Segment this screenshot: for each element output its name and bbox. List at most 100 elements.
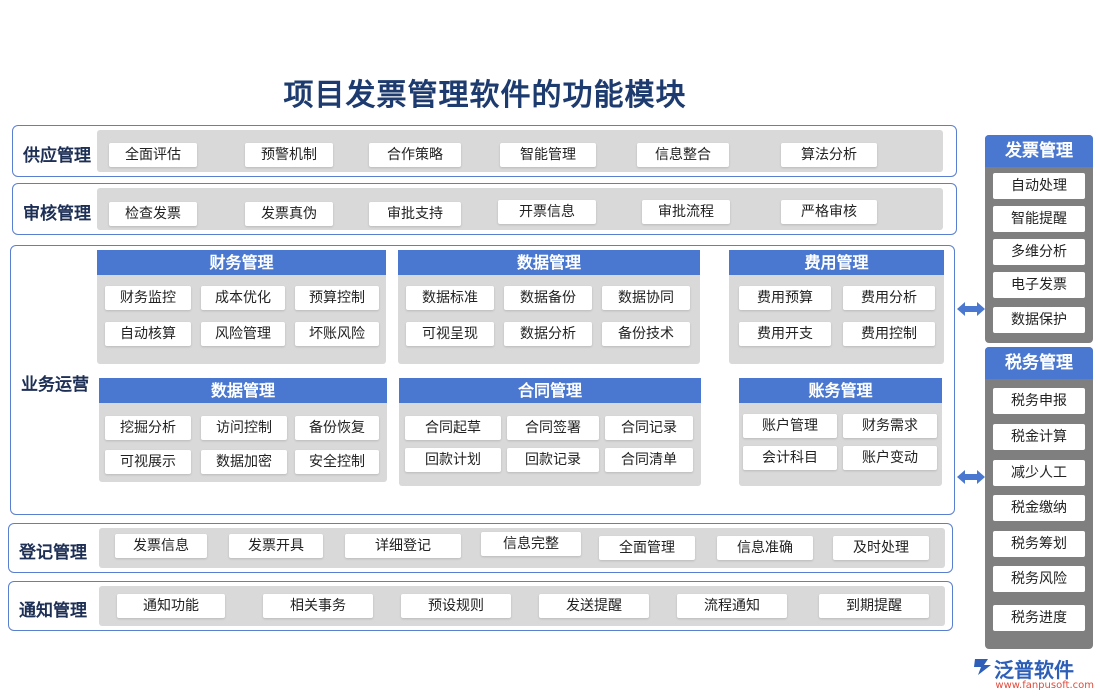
chip[interactable]: 安全控制 bbox=[295, 450, 379, 474]
chip[interactable]: 可视展示 bbox=[105, 450, 191, 474]
chip[interactable]: 信息整合 bbox=[637, 143, 729, 167]
row-register: 登记管理 发票信息 发票开具 详细登记 信息完整 全面管理 信息准确 及时处理 bbox=[8, 523, 953, 573]
row-supply: 供应管理 全面评估 预警机制 合作策略 智能管理 信息整合 算法分析 bbox=[12, 125, 957, 177]
chip[interactable]: 财务监控 bbox=[105, 286, 191, 310]
page-title: 项目发票管理软件的功能模块 bbox=[283, 78, 687, 113]
side-item[interactable]: 税务筹划 bbox=[993, 531, 1085, 557]
chip[interactable]: 预设规则 bbox=[401, 594, 511, 618]
row-label: 通知管理 bbox=[19, 601, 87, 621]
chip[interactable]: 详细登记 bbox=[345, 534, 461, 558]
group-title: 数据管理 bbox=[398, 250, 700, 275]
chip[interactable]: 数据标准 bbox=[406, 286, 494, 310]
chip[interactable]: 相关事务 bbox=[263, 594, 373, 618]
chip[interactable]: 挖掘分析 bbox=[105, 416, 191, 440]
chip[interactable]: 信息准确 bbox=[717, 536, 813, 560]
chip[interactable]: 账户变动 bbox=[843, 446, 937, 470]
chip[interactable]: 审批流程 bbox=[642, 200, 730, 224]
group-title: 费用管理 bbox=[729, 250, 944, 275]
double-arrow-icon bbox=[957, 470, 985, 484]
chip[interactable]: 全面管理 bbox=[599, 536, 695, 560]
group-title: 账务管理 bbox=[739, 378, 942, 403]
row-track: 通知功能 相关事务 预设规则 发送提醒 流程通知 到期提醒 bbox=[99, 586, 945, 626]
side-item[interactable]: 税务进度 bbox=[993, 605, 1085, 631]
business-frame: 业务运营 财务管理 财务监控 成本优化 预算控制 自动核算 风险管理 坏账风险 … bbox=[10, 245, 955, 515]
row-label: 业务运营 bbox=[21, 375, 89, 395]
chip[interactable]: 合同记录 bbox=[605, 416, 693, 440]
chip[interactable]: 合作策略 bbox=[369, 143, 461, 167]
chip[interactable]: 全面评估 bbox=[109, 143, 197, 167]
chip[interactable]: 回款计划 bbox=[405, 448, 501, 472]
row-track: 发票信息 发票开具 详细登记 信息完整 全面管理 信息准确 及时处理 bbox=[99, 528, 945, 568]
chip[interactable]: 开票信息 bbox=[498, 200, 596, 224]
chip[interactable]: 可视呈现 bbox=[406, 322, 494, 346]
chip[interactable]: 备份技术 bbox=[602, 322, 690, 346]
chip[interactable]: 账户管理 bbox=[743, 414, 837, 438]
group-expense: 费用管理 费用预算 费用分析 费用开支 费用控制 bbox=[729, 250, 944, 364]
chip[interactable]: 检查发票 bbox=[109, 202, 197, 226]
chip[interactable]: 数据备份 bbox=[504, 286, 592, 310]
chip[interactable]: 自动核算 bbox=[105, 322, 191, 346]
chip[interactable]: 及时处理 bbox=[833, 536, 929, 560]
side-item[interactable]: 税务申报 bbox=[993, 388, 1085, 414]
side-item[interactable]: 自动处理 bbox=[993, 173, 1085, 199]
chip[interactable]: 成本优化 bbox=[201, 286, 285, 310]
chip[interactable]: 数据分析 bbox=[504, 322, 592, 346]
side-item[interactable]: 多维分析 bbox=[993, 239, 1085, 265]
group-data-1: 数据管理 数据标准 数据备份 数据协同 可视呈现 数据分析 备份技术 bbox=[398, 250, 700, 364]
chip[interactable]: 审批支持 bbox=[369, 202, 461, 226]
chip[interactable]: 回款记录 bbox=[507, 448, 599, 472]
chip[interactable]: 费用分析 bbox=[843, 286, 935, 310]
chip[interactable]: 费用开支 bbox=[739, 322, 831, 346]
chip[interactable]: 备份恢复 bbox=[295, 416, 379, 440]
chip[interactable]: 发票真伪 bbox=[245, 202, 333, 226]
chip[interactable]: 发送提醒 bbox=[539, 594, 649, 618]
side-item[interactable]: 税金缴纳 bbox=[993, 495, 1085, 521]
chip[interactable]: 通知功能 bbox=[117, 594, 225, 618]
chip[interactable]: 数据加密 bbox=[201, 450, 287, 474]
chip[interactable]: 智能管理 bbox=[500, 143, 596, 167]
side-item[interactable]: 减少人工 bbox=[993, 460, 1085, 486]
chip[interactable]: 合同清单 bbox=[605, 448, 693, 472]
side-panel-title: 发票管理 bbox=[985, 135, 1093, 167]
row-notify: 通知管理 通知功能 相关事务 预设规则 发送提醒 流程通知 到期提醒 bbox=[8, 581, 953, 631]
chip[interactable]: 费用控制 bbox=[843, 322, 935, 346]
side-item[interactable]: 电子发票 bbox=[993, 272, 1085, 298]
double-arrow-icon bbox=[957, 302, 985, 316]
chip[interactable]: 到期提醒 bbox=[819, 594, 929, 618]
chip[interactable]: 财务需求 bbox=[843, 414, 937, 438]
group-title: 数据管理 bbox=[99, 378, 387, 403]
chip[interactable]: 合同起草 bbox=[405, 416, 501, 440]
logo-mark-icon bbox=[974, 659, 991, 675]
chip[interactable]: 预警机制 bbox=[245, 143, 333, 167]
chip[interactable]: 数据协同 bbox=[602, 286, 690, 310]
chip[interactable]: 坏账风险 bbox=[295, 322, 379, 346]
group-finance: 财务管理 财务监控 成本优化 预算控制 自动核算 风险管理 坏账风险 bbox=[97, 250, 386, 364]
chip[interactable]: 访问控制 bbox=[201, 416, 287, 440]
chip[interactable]: 信息完整 bbox=[481, 532, 581, 556]
logo-url: www.fanpusoft.com bbox=[995, 680, 1094, 691]
row-track: 检查发票 发票真伪 审批支持 开票信息 审批流程 严格审核 bbox=[97, 188, 943, 230]
side-item[interactable]: 数据保护 bbox=[993, 307, 1085, 333]
row-label: 审核管理 bbox=[23, 204, 91, 224]
chip[interactable]: 发票信息 bbox=[115, 534, 207, 558]
chip[interactable]: 严格审核 bbox=[781, 200, 877, 224]
side-item[interactable]: 税金计算 bbox=[993, 424, 1085, 450]
chip[interactable]: 发票开具 bbox=[229, 534, 323, 558]
row-label: 供应管理 bbox=[23, 146, 91, 166]
chip[interactable]: 合同签署 bbox=[507, 416, 599, 440]
group-title: 合同管理 bbox=[399, 378, 701, 403]
chip[interactable]: 风险管理 bbox=[201, 322, 285, 346]
chip[interactable]: 预算控制 bbox=[295, 286, 379, 310]
chip[interactable]: 费用预算 bbox=[739, 286, 831, 310]
chip[interactable]: 流程通知 bbox=[677, 594, 787, 618]
side-item[interactable]: 智能提醒 bbox=[993, 206, 1085, 232]
group-accounting: 账务管理 账户管理 财务需求 会计科目 账户变动 bbox=[739, 378, 942, 486]
chip[interactable]: 会计科目 bbox=[743, 446, 837, 470]
logo-name: 泛普软件 bbox=[994, 658, 1074, 682]
row-track: 全面评估 预警机制 合作策略 智能管理 信息整合 算法分析 bbox=[97, 130, 943, 172]
side-item[interactable]: 税务风险 bbox=[993, 566, 1085, 592]
group-data-2: 数据管理 挖掘分析 访问控制 备份恢复 可视展示 数据加密 安全控制 bbox=[99, 378, 387, 482]
group-contract: 合同管理 合同起草 合同签署 合同记录 回款计划 回款记录 合同清单 bbox=[399, 378, 701, 486]
chip[interactable]: 算法分析 bbox=[781, 143, 877, 167]
row-label: 登记管理 bbox=[19, 543, 87, 563]
